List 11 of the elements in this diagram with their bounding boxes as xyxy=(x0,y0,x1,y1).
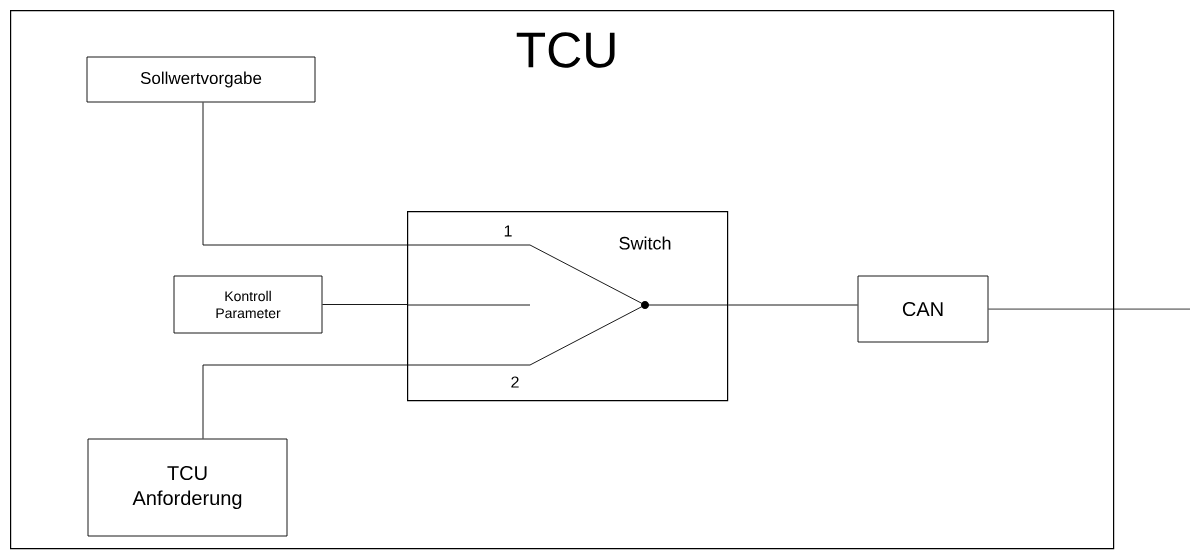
process-box: TCU Anforderung xyxy=(87,438,288,537)
connector-line xyxy=(202,364,408,439)
connector-line xyxy=(202,102,408,246)
connector-line xyxy=(727,304,858,306)
port-number: 2 xyxy=(511,376,519,388)
connector-line xyxy=(322,304,408,305)
port-number: 1 xyxy=(504,225,512,237)
process-box: Sollwertvorgabe xyxy=(86,56,316,103)
process-box: CAN xyxy=(857,275,989,343)
connector-line xyxy=(988,308,1190,310)
process-box: Kontroll Parameter xyxy=(173,275,323,334)
